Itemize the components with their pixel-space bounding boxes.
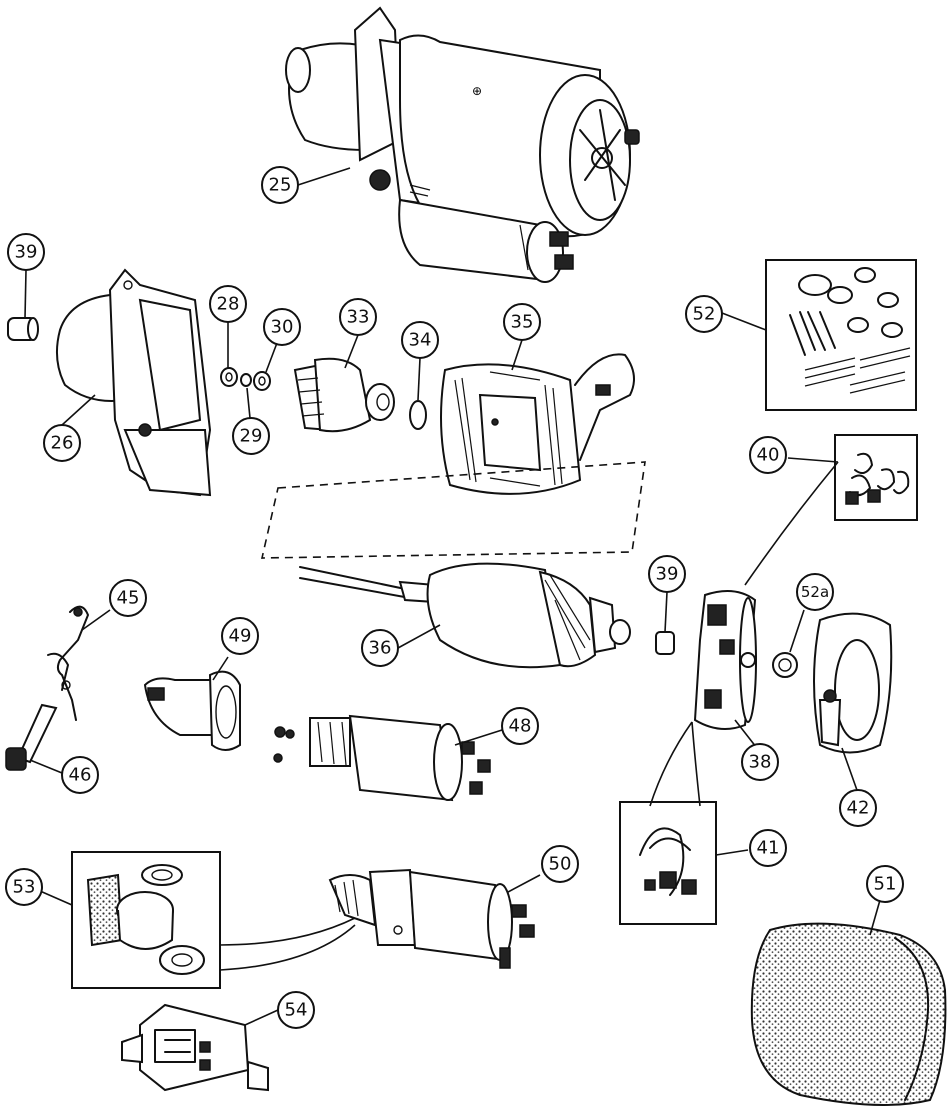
inset-53-pointer-a	[219, 917, 356, 946]
callout-29: 29	[232, 417, 270, 455]
svg-text:26: 26	[51, 433, 74, 454]
svg-text:53: 53	[13, 877, 36, 898]
callout-30: 30	[263, 308, 301, 346]
svg-text:39: 39	[15, 242, 38, 263]
fixings-kit-inset	[765, 259, 917, 411]
callout-52a: 52a	[796, 573, 834, 611]
svg-text:35: 35	[511, 312, 534, 333]
svg-text:25: 25	[269, 175, 292, 196]
svg-text:48: 48	[509, 716, 532, 737]
starter-relay	[121, 1003, 269, 1092]
starter-motor-assembly: ⊕	[285, 6, 640, 283]
callout-38: 38	[741, 743, 779, 781]
bush-small-left	[7, 317, 39, 341]
brush-inset	[619, 801, 717, 925]
circlip	[409, 400, 427, 430]
callout-51: 51	[866, 865, 904, 903]
callout-52: 52	[685, 295, 723, 333]
leader-lines	[24, 167, 881, 1026]
drive-end-bracket	[55, 268, 212, 497]
svg-text:46: 46	[69, 765, 92, 786]
star-lock-washer	[772, 652, 798, 678]
svg-text:51: 51	[874, 874, 897, 895]
callout-49: 49	[221, 617, 259, 655]
callout-54: 54	[277, 991, 315, 1029]
callout-40: 40	[749, 436, 787, 474]
callout-28: 28	[209, 285, 247, 323]
callout-34: 34	[401, 321, 439, 359]
callout-26: 26	[43, 424, 81, 462]
solenoid	[273, 714, 491, 802]
svg-text:54: 54	[285, 1000, 308, 1021]
callout-50: 50	[541, 845, 579, 883]
engagement-lever	[47, 605, 89, 721]
inset-41-pointer	[649, 721, 693, 807]
spacer-washer	[253, 371, 271, 391]
svg-text:36: 36	[369, 638, 392, 659]
callout-48: 48	[501, 707, 539, 745]
inset-53-pointer-b	[219, 924, 356, 971]
svg-text:28: 28	[217, 294, 240, 315]
inset-41-pointer-b	[691, 721, 701, 807]
bush-small-right	[655, 631, 675, 655]
dashed-assembly-outline	[260, 461, 646, 559]
svg-text:50: 50	[549, 854, 572, 875]
seal-kit-inset	[71, 851, 221, 989]
protective-cover	[750, 922, 947, 1106]
callout-45: 45	[109, 579, 147, 617]
brush-spring-inset	[834, 434, 918, 521]
drive-pinion	[293, 357, 395, 433]
svg-text:49: 49	[229, 626, 252, 647]
callout-46: 46	[61, 756, 99, 794]
svg-text:42: 42	[847, 798, 870, 819]
svg-text:52: 52	[693, 304, 716, 325]
solenoid-alternative	[328, 868, 535, 969]
callout-39-left: 39	[7, 233, 45, 271]
callout-35: 35	[503, 303, 541, 341]
callout-41: 41	[749, 829, 787, 867]
svg-text:39: 39	[656, 564, 679, 585]
callout-33: 33	[339, 298, 377, 336]
svg-text:29: 29	[240, 426, 263, 447]
armature	[299, 562, 631, 669]
svg-text:45: 45	[117, 588, 140, 609]
thrust-washer	[220, 367, 238, 387]
svg-text:41: 41	[757, 838, 780, 859]
svg-text:34: 34	[409, 330, 432, 351]
svg-text:40: 40	[757, 445, 780, 466]
cover-band	[813, 612, 893, 754]
field-coil-yoke	[440, 353, 635, 495]
svg-text:38: 38	[749, 752, 772, 773]
pivot-pin	[5, 703, 58, 771]
spring-washer	[240, 373, 252, 387]
inset-40-pointer-upper	[744, 461, 839, 586]
callout-25: 25	[261, 166, 299, 204]
svg-text:30: 30	[271, 317, 294, 338]
callout-42: 42	[839, 789, 877, 827]
callout-53: 53	[5, 868, 43, 906]
svg-text:52a: 52a	[801, 583, 829, 601]
solenoid-end-cover	[143, 670, 241, 751]
svg-text:33: 33	[347, 307, 370, 328]
callout-36: 36	[361, 629, 399, 667]
svg-text:⊕: ⊕	[472, 84, 482, 98]
commutator-end-bracket	[693, 590, 757, 730]
callout-39-right: 39	[648, 555, 686, 593]
